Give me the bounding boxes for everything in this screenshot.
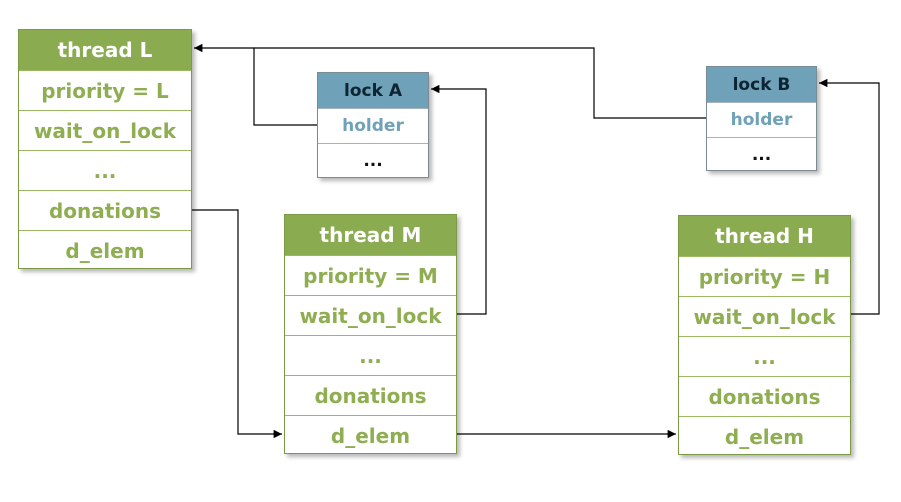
thread-m-box: thread M priority = M wait_on_lock ... d… bbox=[284, 214, 457, 454]
lock-a-holder: holder bbox=[318, 108, 428, 143]
arrow-lock-a-holder-to-thread-l bbox=[194, 43, 317, 126]
arrow-thread-l-donations-to-thread-m-d-elem bbox=[192, 209, 282, 439]
lock-b-holder: holder bbox=[707, 102, 816, 137]
thread-m-ellipsis: ... bbox=[285, 335, 456, 375]
thread-h-wait-on-lock: wait_on_lock bbox=[679, 296, 850, 336]
thread-h-title: thread H bbox=[679, 216, 850, 256]
lock-b-ellipsis: ... bbox=[707, 137, 816, 172]
thread-h-donations: donations bbox=[679, 376, 850, 416]
thread-h-d-elem: d_elem bbox=[679, 416, 850, 456]
thread-m-donations: donations bbox=[285, 375, 456, 415]
thread-l-donations: donations bbox=[19, 190, 191, 230]
thread-h-priority: priority = H bbox=[679, 256, 850, 296]
arrow-thread-h-wait-on-lock-to-lock-b bbox=[819, 78, 880, 315]
thread-l-wait-on-lock: wait_on_lock bbox=[19, 110, 191, 150]
thread-l-ellipsis: ... bbox=[19, 150, 191, 190]
thread-h-ellipsis: ... bbox=[679, 336, 850, 376]
lock-a-box: lock A holder ... bbox=[317, 72, 429, 178]
thread-m-d-elem: d_elem bbox=[285, 415, 456, 455]
thread-l-box: thread L priority = L wait_on_lock ... d… bbox=[18, 29, 192, 269]
arrow-thread-m-wait-on-lock-to-lock-a bbox=[431, 84, 487, 315]
thread-m-title: thread M bbox=[285, 215, 456, 255]
lock-b-title: lock B bbox=[707, 67, 816, 102]
thread-l-d-elem: d_elem bbox=[19, 230, 191, 270]
lock-a-title: lock A bbox=[318, 73, 428, 108]
thread-l-priority: priority = L bbox=[19, 70, 191, 110]
thread-l-title: thread L bbox=[19, 30, 191, 70]
lock-a-ellipsis: ... bbox=[318, 143, 428, 178]
thread-h-box: thread H priority = H wait_on_lock ... d… bbox=[678, 215, 851, 455]
thread-m-priority: priority = M bbox=[285, 255, 456, 295]
thread-m-wait-on-lock: wait_on_lock bbox=[285, 295, 456, 335]
arrow-lock-b-holder-to-thread-l bbox=[254, 47, 706, 119]
lock-b-box: lock B holder ... bbox=[706, 66, 817, 171]
